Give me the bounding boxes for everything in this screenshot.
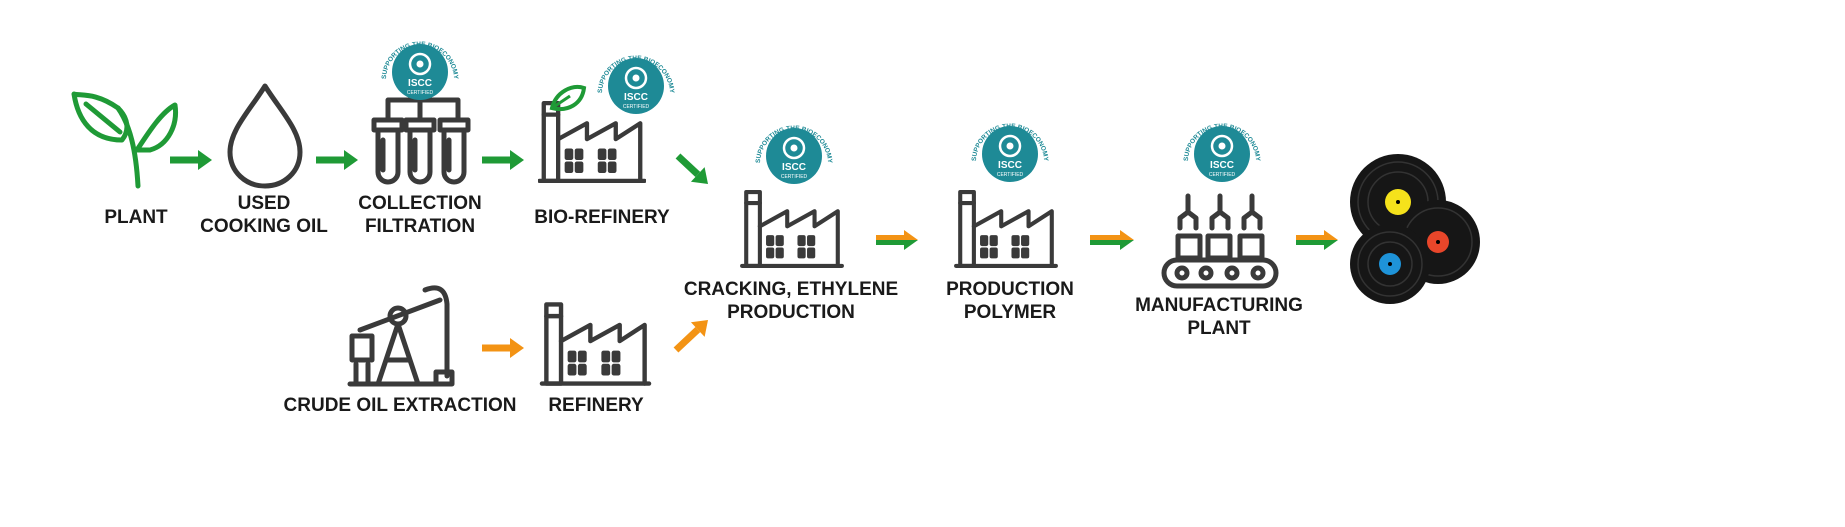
arrow-oil-to-collection xyxy=(316,150,358,170)
arrow-plant-to-oil xyxy=(170,150,212,170)
iscc-badge-name: ISCC xyxy=(1210,160,1234,171)
polymer-factory-icon xyxy=(956,192,1056,266)
oil-pump-icon xyxy=(347,285,455,387)
bio-refinery-factory-icon xyxy=(539,103,644,181)
label-crude-oil-extraction-line-1: CRUDE OIL EXTRACTION xyxy=(283,395,517,416)
iscc-badge-name: ISCC xyxy=(782,162,806,173)
label-collection-filtration-line-2: FILTRATION xyxy=(364,216,476,237)
iscc-badge-sub: CERTIFIED xyxy=(623,104,650,110)
label-cracking-ethylene-production: CRACKING, ETHYLENE PRODUCTION xyxy=(684,278,898,324)
iscc-badge-sub: CERTIFIED xyxy=(997,172,1024,178)
cracking-factory-icon xyxy=(742,192,842,266)
label-manufacturing-plant-line-1: MANUFACTURING xyxy=(1135,295,1303,316)
leaf-icon xyxy=(549,85,587,111)
label-manufacturing-plant-line-2: PLANT xyxy=(1187,318,1251,339)
refinery-factory-icon xyxy=(542,304,649,383)
label-refinery: REFINERY xyxy=(548,394,643,417)
label-cracking-line-2: PRODUCTION xyxy=(727,302,855,323)
arrow-biorefinery-to-cracking xyxy=(675,153,708,184)
conveyor-robot-icon xyxy=(1161,193,1279,289)
label-collection-filtration-line-1: COLLECTION xyxy=(358,193,482,214)
test-tubes-icon xyxy=(371,97,471,185)
iscc-badge-name: ISCC xyxy=(408,78,432,89)
iscc-badge-name: ISCC xyxy=(998,160,1022,171)
label-used-cooking-oil: USED COOKING OIL xyxy=(200,192,328,238)
label-plant: PLANT xyxy=(104,206,167,229)
iscc-badge-name: ISCC xyxy=(624,92,648,103)
arrow-crude-to-refinery xyxy=(482,338,524,358)
label-bio-refinery: BIO-REFINERY xyxy=(534,206,669,229)
label-manufacturing-plant: MANUFACTURING PLANT xyxy=(1135,294,1303,340)
oil-drop-icon xyxy=(227,83,303,189)
label-production-polymer-line-1: PRODUCTION xyxy=(946,279,1074,300)
vinyl-records-icon xyxy=(1350,154,1480,304)
arrow-manufacturing-to-records xyxy=(1296,230,1338,250)
arrow-cracking-to-polymer xyxy=(876,230,918,250)
iscc-badge-sub: CERTIFIED xyxy=(781,174,808,180)
iscc-badge-sub: CERTIFIED xyxy=(407,90,434,96)
label-used-cooking-oil-line-1: USED xyxy=(237,193,291,214)
label-bio-refinery-line-1: BIO-REFINERY xyxy=(534,207,670,228)
iscc-badge-sub: CERTIFIED xyxy=(1209,172,1236,178)
arrow-refinery-to-cracking xyxy=(673,320,708,353)
label-production-polymer-line-2: POLYMER xyxy=(963,302,1057,323)
label-plant-line-1: PLANT xyxy=(104,207,168,228)
label-refinery-line-1: REFINERY xyxy=(548,395,644,416)
label-used-cooking-oil-line-2: COOKING OIL xyxy=(200,216,328,237)
sprout-icon xyxy=(71,91,179,189)
label-production-polymer: PRODUCTION POLYMER xyxy=(946,278,1074,324)
arrow-polymer-to-manufacturing xyxy=(1090,230,1134,250)
label-collection-filtration: COLLECTION FILTRATION xyxy=(358,192,482,238)
label-crude-oil-extraction: CRUDE OIL EXTRACTION xyxy=(284,394,517,417)
label-cracking-line-1: CRACKING, ETHYLENE xyxy=(683,279,899,300)
arrow-collection-to-biorefinery xyxy=(482,150,524,170)
